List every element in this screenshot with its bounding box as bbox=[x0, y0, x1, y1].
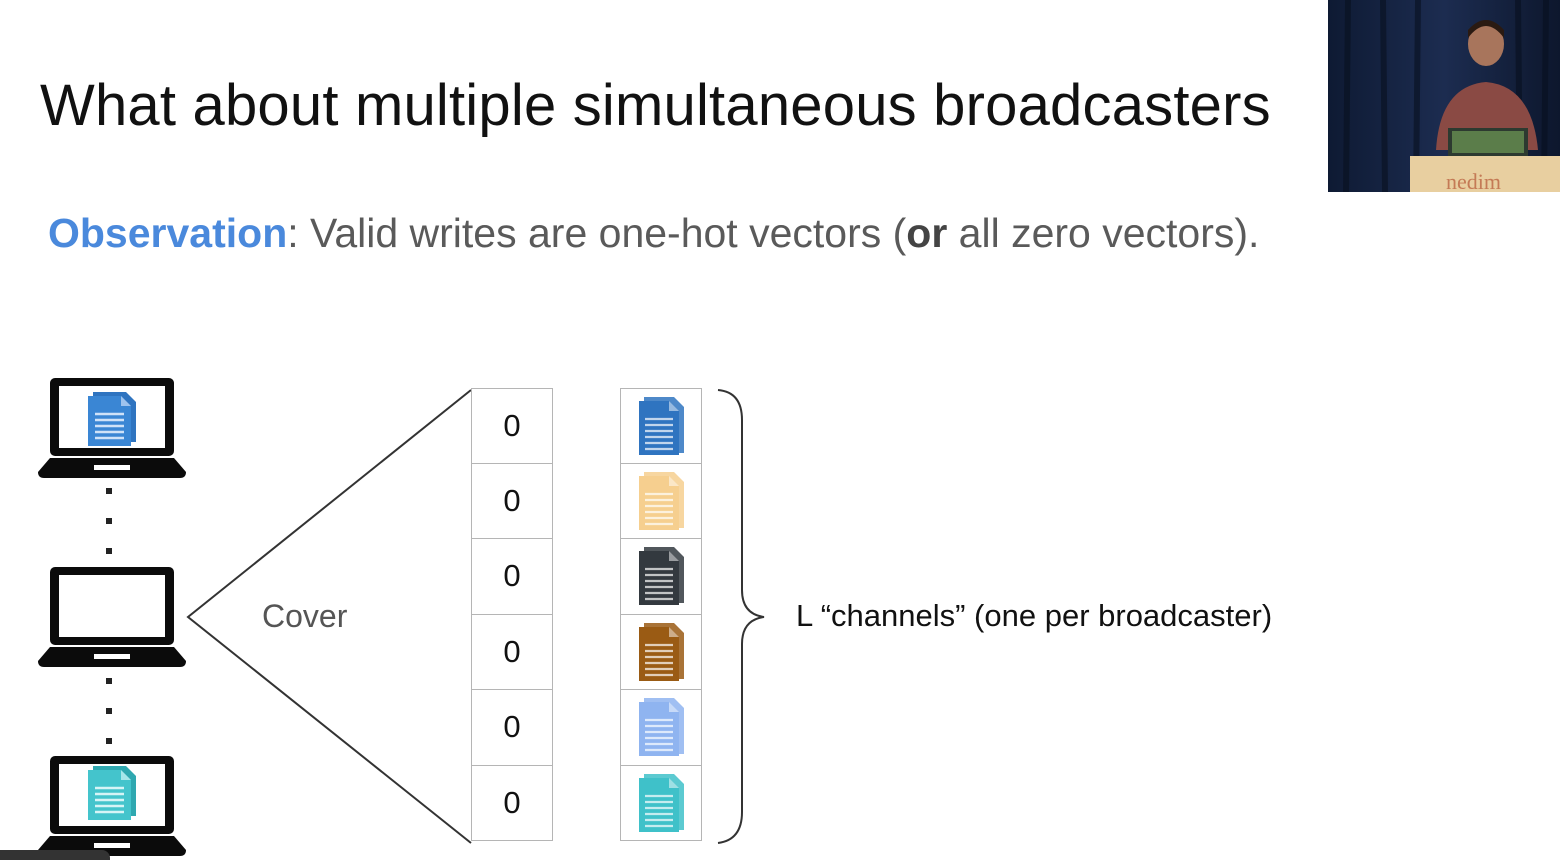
channel-cell bbox=[620, 388, 702, 464]
observation-text-after: all zero vectors). bbox=[947, 210, 1260, 256]
channels-brace bbox=[717, 389, 765, 844]
document-icon bbox=[639, 396, 684, 455]
vector-cell: 0 bbox=[471, 539, 553, 615]
document-icon bbox=[639, 471, 684, 530]
laptop-top bbox=[38, 378, 186, 478]
svg-text:nedim: nedim bbox=[1446, 169, 1501, 192]
laptop-middle bbox=[38, 567, 186, 667]
document-icon bbox=[639, 547, 684, 606]
speaker-webcam: nedim bbox=[1328, 0, 1560, 192]
observation-line: Observation: Valid writes are one-hot ve… bbox=[48, 210, 1259, 257]
laptop-dots bbox=[106, 488, 112, 744]
slide-title: What about multiple simultaneous broadca… bbox=[40, 73, 1271, 138]
channel-cell bbox=[620, 765, 702, 841]
laptop-bottom bbox=[38, 756, 186, 856]
laptop-doc-blue-icon bbox=[88, 392, 136, 446]
zero-vector: 0 0 0 0 0 0 bbox=[471, 388, 553, 841]
channel-cell bbox=[620, 463, 702, 539]
document-icon bbox=[639, 698, 684, 757]
observation-or: or bbox=[906, 210, 948, 256]
channel-column bbox=[620, 388, 702, 841]
vector-cell: 0 bbox=[471, 690, 553, 766]
vector-cell: 0 bbox=[471, 765, 553, 841]
cover-triangle bbox=[186, 389, 472, 844]
laptop-doc-teal-icon bbox=[88, 766, 136, 820]
vector-cell: 0 bbox=[471, 388, 553, 464]
channel-cell bbox=[620, 614, 702, 690]
document-icon bbox=[639, 773, 684, 832]
observation-key: Observation bbox=[48, 210, 288, 256]
vector-cell: 0 bbox=[471, 463, 553, 539]
document-icon bbox=[639, 622, 684, 681]
vector-cell: 0 bbox=[471, 614, 553, 690]
channels-label: L “channels” (one per broadcaster) bbox=[796, 598, 1273, 633]
channel-cell bbox=[620, 690, 702, 766]
video-progress-corner bbox=[0, 850, 110, 860]
channel-cell bbox=[620, 539, 702, 615]
cover-label: Cover bbox=[262, 598, 348, 634]
observation-text-before: : Valid writes are one-hot vectors ( bbox=[287, 210, 907, 256]
